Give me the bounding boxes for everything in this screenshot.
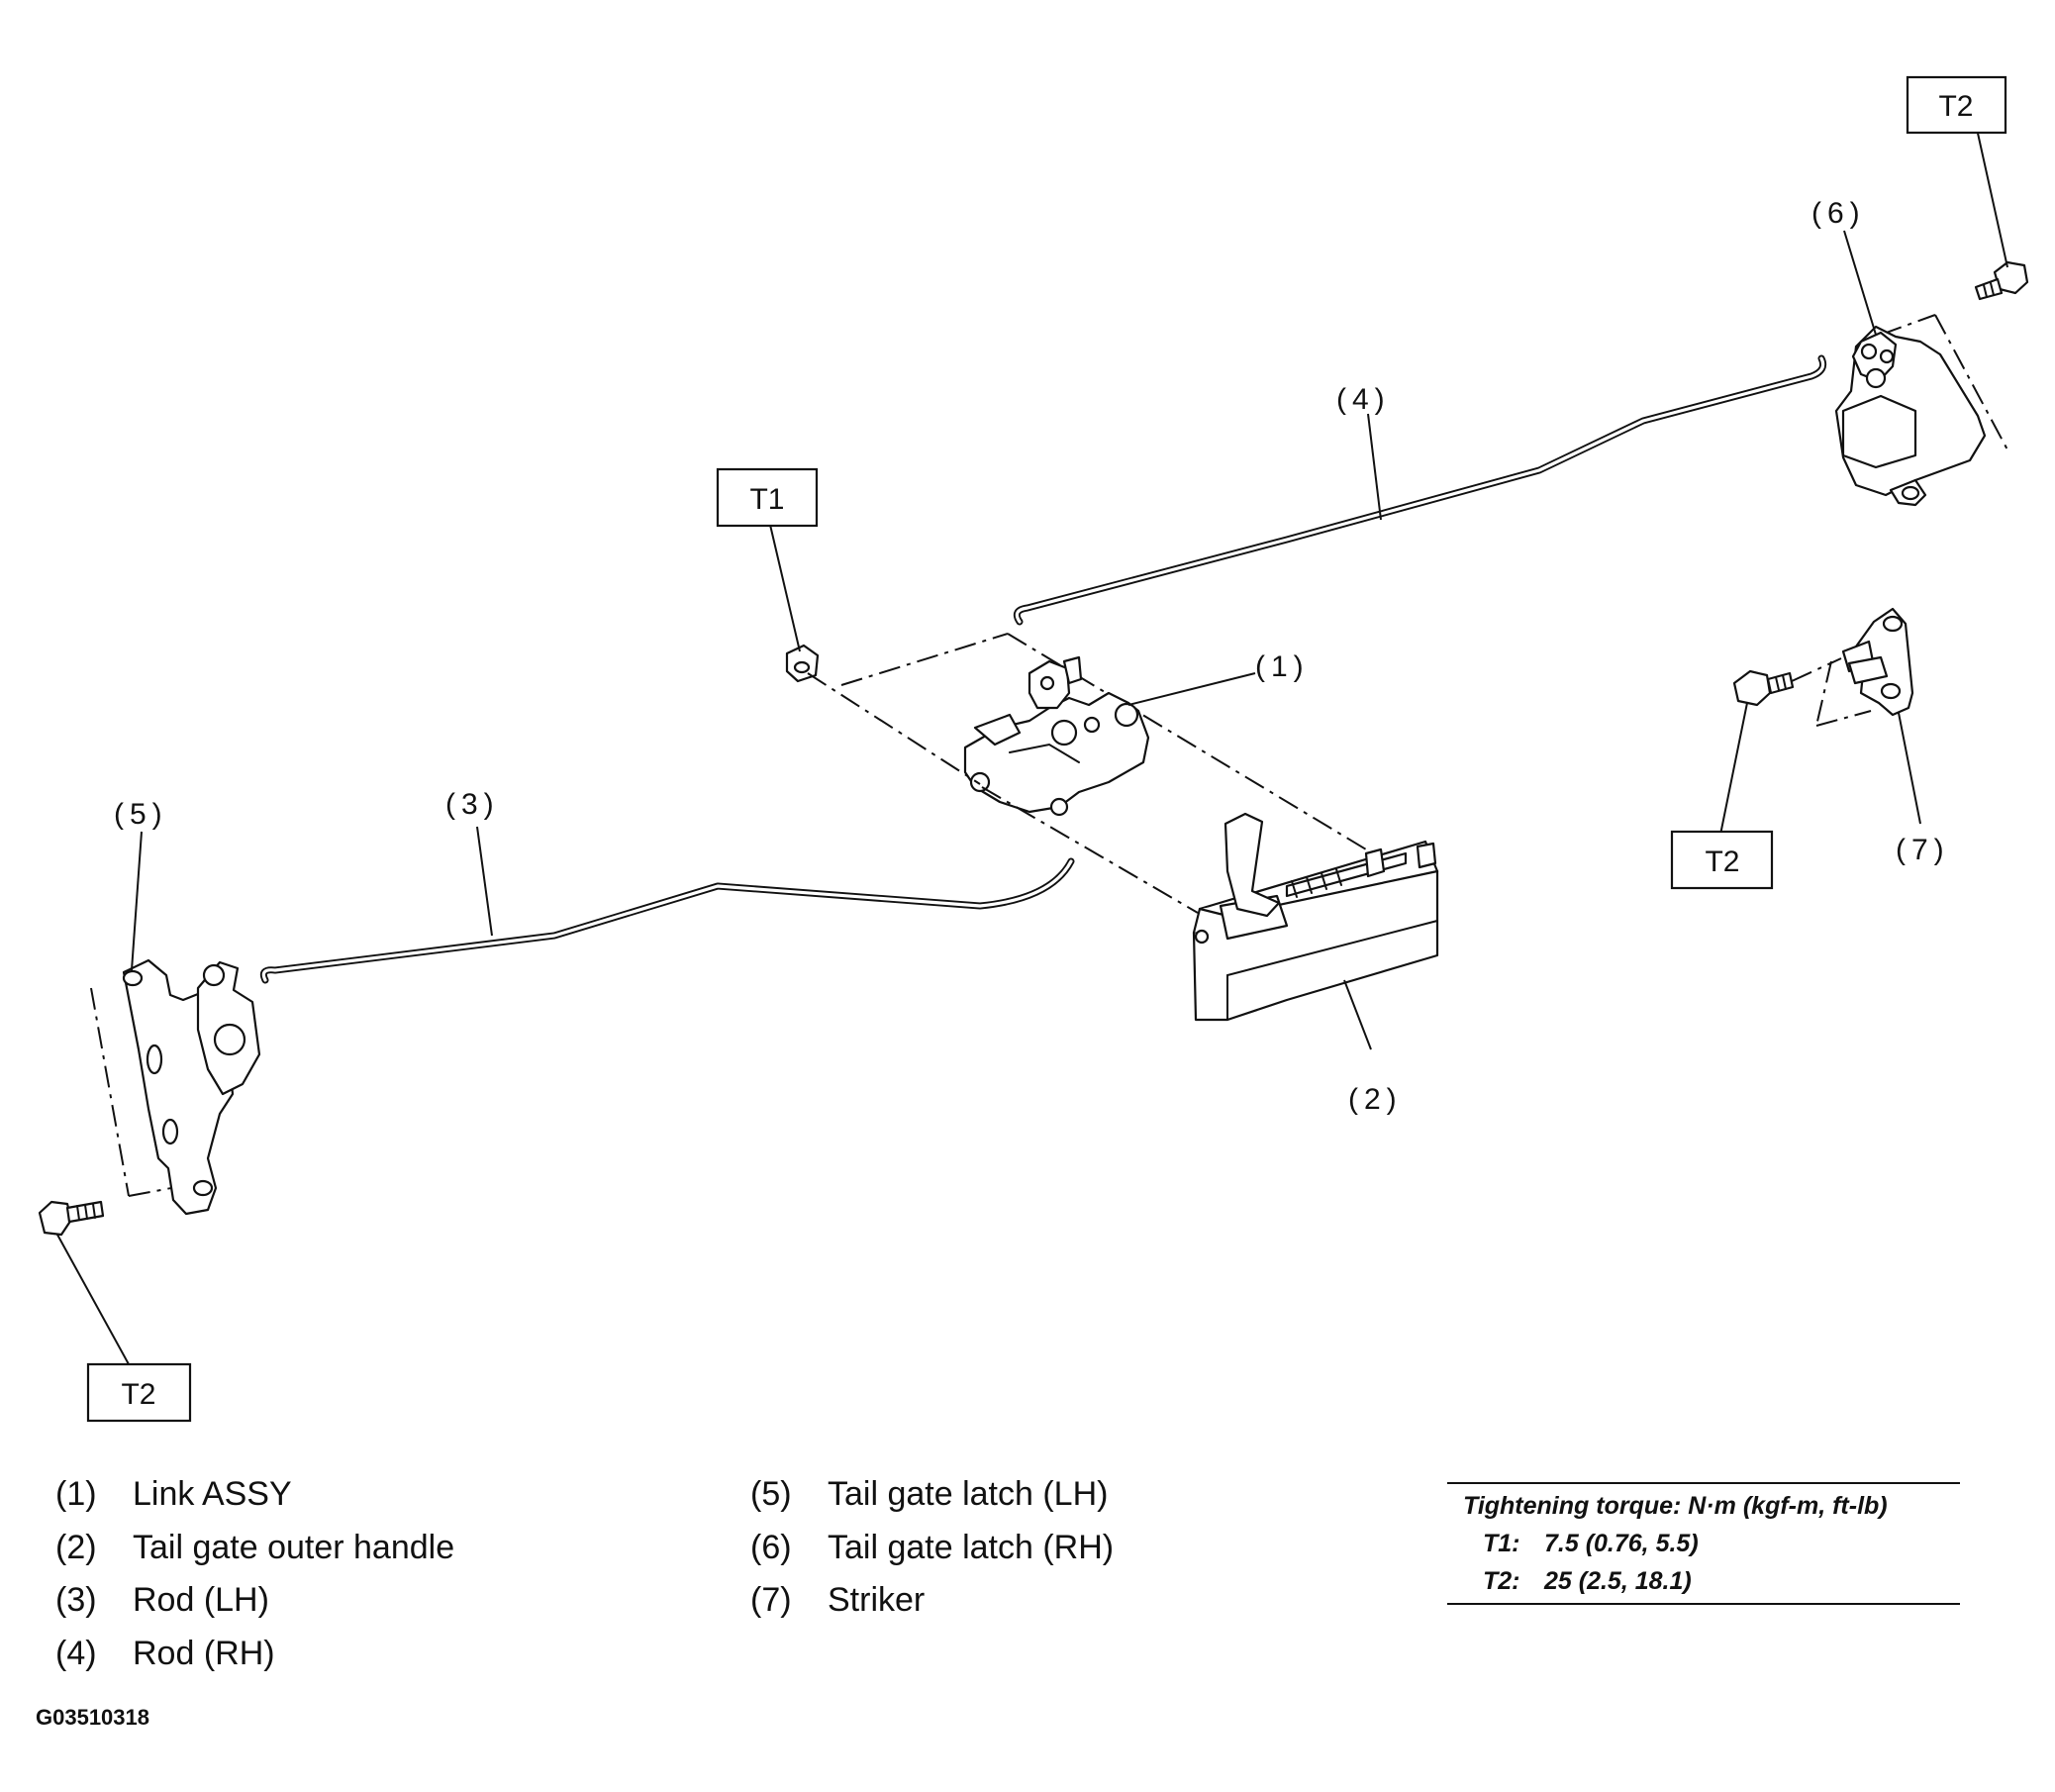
bolt-rh-latch (1974, 260, 2029, 301)
svg-text:T2: T2 (1705, 846, 1739, 878)
callout-5: (5) (114, 798, 168, 831)
callout-6: (6) (1811, 197, 1866, 230)
svg-text:T1: T1 (749, 483, 784, 516)
leader-lines (56, 128, 2008, 1365)
svg-text:T2: T2 (1938, 90, 1973, 123)
link-assy (840, 633, 1387, 862)
parts-legend: (1)Link ASSY (2)Tail gate outer handle (… (55, 1475, 1243, 1713)
rod-lh (259, 857, 1075, 984)
legend-item-7: (7)Striker (750, 1581, 926, 1619)
legend-item-6: (6)Tail gate latch (RH) (750, 1529, 1115, 1566)
callout-7: (7) (1896, 834, 1950, 866)
tightening-torque-table: Tightening torque: N·m (kgf-m, ft-lb) T1… (1447, 1482, 1960, 1605)
callout-1: (1) (1255, 650, 1310, 683)
tail-gate-latch-lh (90, 958, 261, 1216)
striker (1815, 607, 1914, 727)
figure-id: G03510318 (36, 1705, 149, 1730)
torque-box-t2-right: T2 (1670, 830, 1774, 890)
legend-item-5: (5)Tail gate latch (LH) (750, 1475, 1109, 1513)
legend-item-3: (3)Rod (LH) (55, 1581, 269, 1619)
torque-row-t2: T2:25 (2.5, 18.1) (1483, 1567, 1692, 1595)
torque-table-title: Tightening torque: N·m (kgf-m, ft-lb) (1463, 1492, 1888, 1520)
nut-t1 (785, 644, 820, 683)
torque-box-t2-top-right: T2 (1906, 75, 2007, 135)
callout-3: (3) (445, 788, 500, 821)
rod-rh (1013, 354, 1827, 626)
torque-box-t1: T1 (716, 467, 819, 528)
bolt-striker (1732, 657, 1842, 707)
legend-item-1: (1)Link ASSY (55, 1475, 292, 1513)
torque-row-t1: T1:7.5 (0.76, 5.5) (1483, 1530, 1699, 1557)
bolt-lh (38, 1200, 105, 1237)
tail-gate-outer-handle (1192, 812, 1439, 1022)
callout-2: (2) (1348, 1083, 1403, 1116)
svg-text:T2: T2 (121, 1378, 155, 1411)
callout-4: (4) (1336, 383, 1391, 416)
legend-item-4: (4)Rod (RH) (55, 1635, 275, 1672)
legend-item-2: (2)Tail gate outer handle (55, 1529, 455, 1566)
torque-box-t2-left: T2 (86, 1362, 192, 1423)
tail-gate-latch-rh (1834, 314, 2010, 507)
